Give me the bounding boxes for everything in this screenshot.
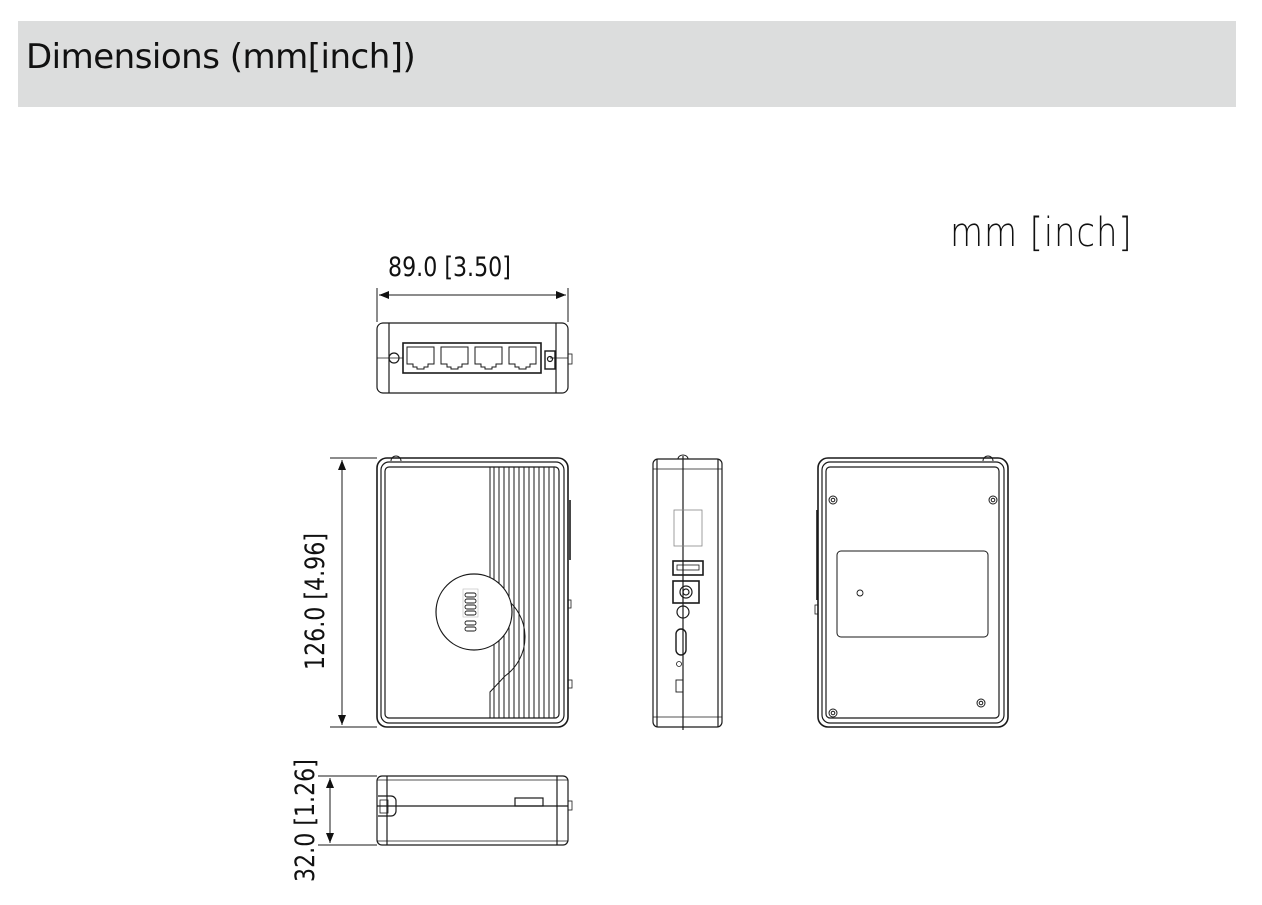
width-dimension-label: 89.0 [3.50] xyxy=(388,252,511,283)
section-title: Dimensions (mm[inch]) xyxy=(26,37,416,77)
sim-slot-icon xyxy=(675,628,687,656)
battery-level-icon xyxy=(462,588,479,632)
mounting-screws xyxy=(828,495,998,718)
section-header: Dimensions (mm[inch]) xyxy=(18,21,1236,107)
label-plate xyxy=(836,550,989,638)
end-view xyxy=(376,288,573,394)
bottom-view xyxy=(814,455,1009,728)
screw-icon xyxy=(828,495,838,505)
screw-icon xyxy=(828,708,838,718)
clip-icon xyxy=(378,795,397,817)
screw-icon xyxy=(988,495,998,505)
label-area xyxy=(673,509,703,547)
dc-jack-icon xyxy=(672,580,700,604)
top-view xyxy=(330,455,573,728)
led-indicator-icon xyxy=(388,352,400,364)
side-view xyxy=(652,454,723,730)
dc-jack-icon xyxy=(544,350,556,370)
reset-hole-icon xyxy=(676,661,682,667)
unit-label: mm [inch] xyxy=(950,210,1133,256)
connector-block xyxy=(514,797,544,807)
switch-icon xyxy=(675,679,684,693)
rj45-ports xyxy=(406,346,537,370)
profile-view xyxy=(318,775,573,846)
button-icon xyxy=(676,605,690,619)
screw-icon xyxy=(976,698,986,708)
usb-port-icon xyxy=(672,560,704,576)
status-led-panel xyxy=(435,573,513,651)
